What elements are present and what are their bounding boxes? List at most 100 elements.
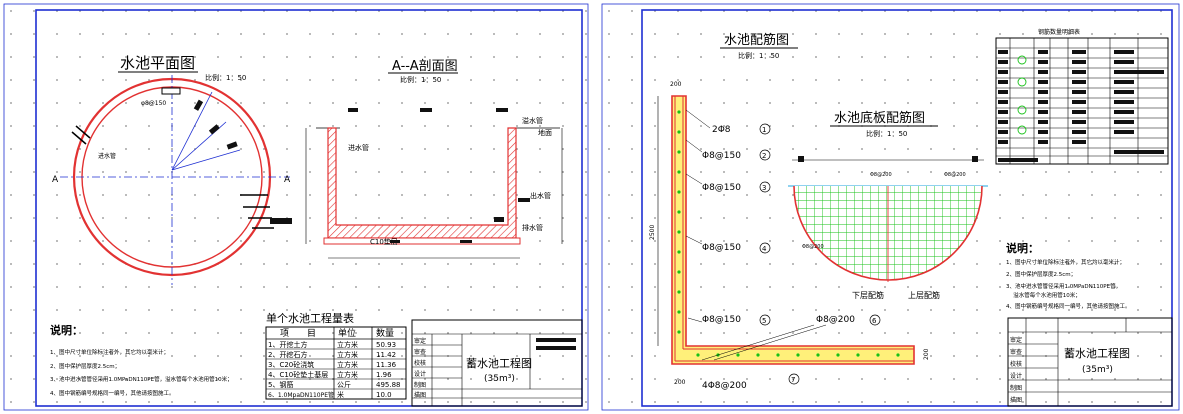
qt-row-qty: 10.0 [376,391,392,399]
rebar-spec: Φ8@150 [702,243,741,253]
tb-row: 审定 [414,337,426,345]
tb-row: 审定 [1010,336,1022,344]
left-title-block: 审定 审查 校核 设计 制图 描图 蓄水池工程图 (35m³) [411,319,583,407]
qt-header-item: 项 目 [280,328,316,339]
note-item: 4、图中钢筋编号规格同一编号，其他请按图施工。 [50,389,175,397]
qt-header-qty: 数量 [376,327,394,339]
rebar-spec: 4Φ8@200 [702,381,747,391]
label-outlet-pipe: 出水管 [530,191,551,200]
rebar-no: 1 [762,126,766,134]
right-notes: 说明： 1、图中尺寸单位除标注者外，其它均以毫米计； 2、图中保护层厚度2.5c… [1006,241,1131,310]
rebar-no: 3 [762,184,766,192]
rebar-no: 2 [762,152,766,160]
floor-tag-right: Φ8@200 [944,172,966,178]
left-drawing-sheet: 水池平面图 比例：1：50 φ8@150 进水管 A A A--A剖面图 比例：… [0,0,592,414]
label-ground: 地面 [538,128,552,137]
plan-note: 进水管 [98,152,116,160]
tb-row: 设计 [414,370,426,378]
rebar-schedule: 钢筋数量明细表 [995,28,1169,165]
right-title-block: 审定 审查 校核 设计 制图 描图 蓄水池工程图 (35m³) [1007,317,1173,407]
dim-top: 200 [670,81,682,88]
rebar-spec: Φ8@150 [702,151,741,161]
tb-row: 制图 [414,381,426,389]
plan-view: 水池平面图 比例：1：50 φ8@150 进水管 A A [52,54,292,285]
rebar-no: 5 [762,317,766,325]
floor-scale: 比例：1：50 [866,129,907,138]
rebar-spec: Φ8@150 [702,315,741,325]
outer-frame [601,3,1180,411]
rebar-spec: Φ8@200 [816,315,855,325]
rebar-no: 6 [872,317,877,325]
qt-row-unit: 立方米 [337,370,358,379]
rebar-no: 4 [762,245,767,253]
section-view: A--A剖面图 比例：1：50 进水管 溢水管 地面 出水管 排水管 C10垫层 [305,59,563,259]
notes-heading: 说明： [1006,241,1039,255]
rebar-no: 7 [791,376,795,384]
note-item: 溢水管每个水池用管10米； [1006,291,1081,299]
section-title: A--A剖面图 [392,59,458,74]
tb-row: 描图 [414,391,426,399]
plan-title: 水池平面图 [120,54,195,72]
note-item: 2、图中保护层厚度2.5cm； [1006,270,1076,278]
label-drain-pipe: 排水管 [522,223,543,232]
tb-row: 审查 [414,348,426,356]
rebar-spec: Φ8@150 [702,183,741,193]
tb-project: 蓄水池工程图 [1064,347,1130,360]
rebar-spec: 2Φ8 [712,125,731,135]
tb-project: 蓄水池工程图 [466,357,532,370]
note-item: 1、图中尺寸单位除标注者外，其它均以毫米计； [1006,258,1125,266]
floor-tag-left: Φ8@200 [870,172,892,178]
tb-volume: (35m³) [1082,365,1113,375]
qt-row-unit: 公斤 [337,380,351,389]
schedule-title: 钢筋数量明细表 [1038,28,1080,36]
right-sheet-canvas: 水池配筋图 比例：1：50 200 2500 200 200 2Φ8 [598,0,1183,414]
section-mark-left: A [52,175,59,185]
tb-row: 制图 [1010,384,1022,392]
qt-row-item: 5、钢筋 [268,380,293,389]
note-item: 2、图中保护层厚度2.5cm； [50,362,120,370]
qt-row-unit: 立方米 [337,350,358,359]
plan-scale: 比例：1：50 [205,73,246,82]
qt-row-qty: 495.88 [376,381,401,389]
qt-row-unit: 立方米 [337,360,358,369]
qt-row-qty: 11.42 [376,351,396,359]
wall-section [671,95,915,365]
outer-frame [3,3,589,411]
notes-heading: 说明： [50,323,83,337]
dim-bottom: 200 [674,379,686,386]
tb-row: 审查 [1010,348,1022,356]
dim-slab: 200 [923,348,930,360]
qt-row-item: 6、1.0MpaDN110PE管 [268,391,334,399]
tb-row: 校核 [1010,360,1022,368]
floor-tag-mid: Φ8@200 [802,244,824,250]
note-item: 4、图中钢筋编号规格同一编号，其他请按图施工。 [1006,302,1131,310]
wall-title: 水池配筋图 [724,32,789,48]
floor-title: 水池底板配筋图 [834,110,925,126]
tb-volume: (35m³) [484,374,515,384]
qt-row-qty: 11.36 [376,361,397,369]
tb-row: 校核 [414,359,426,367]
note-item: 3、池中进水管管径采用1.0MPaDN110PE管，溢水管每个水池用管10米； [50,375,233,383]
tb-row: 描图 [1010,396,1022,404]
label-c10-cushion: C10垫层 [370,237,398,246]
inner-frame [641,9,1173,407]
section-mark-right: A [284,175,291,185]
qt-row-item: 2、开挖石方 [268,350,307,359]
floor-upper-label: 上层配筋 [908,290,940,300]
qt-row-qty: 1.96 [376,371,392,379]
label-inlet-pipe: 进水管 [348,143,369,152]
inner-frame [35,9,583,407]
left-notes: 说明： 1、图中尺寸单位除标注者外，其它均以毫米计； 2、图中保护层厚度2.5c… [50,323,233,397]
section-scale: 比例：1：50 [400,75,441,84]
right-drawing-sheet: 水池配筋图 比例：1：50 200 2500 200 200 2Φ8 [598,0,1183,414]
qt-row-unit: 米 [337,390,344,399]
label-overflow-pipe: 溢水管 [522,116,543,125]
floor-lower-label: 下层配筋 [852,290,884,300]
qt-header-unit: 单位 [338,327,356,339]
qt-row-item: 1、开挖土方 [268,340,307,349]
dim-height: 2500 [649,225,656,240]
quantities-title: 单个水池工程量表 [266,311,354,325]
wall-scale: 比例：1：50 [738,51,779,60]
qt-row-qty: 50.93 [376,341,396,349]
wall-rebar-view: 水池配筋图 比例：1：50 200 2500 200 200 2Φ8 [649,32,930,391]
